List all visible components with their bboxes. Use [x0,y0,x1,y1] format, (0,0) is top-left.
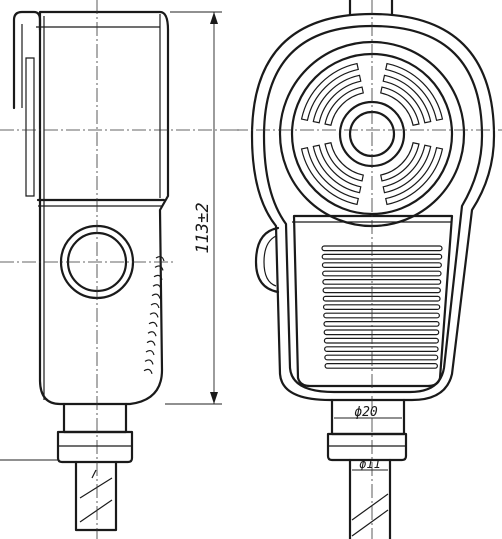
front-connector-collar [326,432,408,462]
front-cable-break [351,493,389,521]
grille-bar [324,354,439,361]
speaker-slot [300,147,359,206]
side-connector-upper [62,402,128,434]
speaker-slots [300,62,444,206]
side-body-outline [38,10,170,406]
grille-bar [323,337,439,344]
grip-ribs [143,255,165,374]
speaker-slot [312,144,362,194]
grip-rib [149,312,159,318]
side-cable [74,460,118,532]
grille-bar [323,329,440,336]
grip-rib [154,265,164,271]
grip-rib [150,302,160,309]
side-cable-tick [91,469,97,479]
speaker-slot [382,74,432,124]
grip-rib [153,274,163,280]
speaker-slot [324,86,364,126]
speaker-slot [380,142,420,182]
speaker-slot [324,142,364,182]
grip-rib [151,293,161,299]
speaker-slot [312,74,362,124]
speaker-slot [300,62,359,121]
mic-grille-bars [321,245,443,369]
grille-bar [322,287,441,294]
front-lower-panel [292,214,454,388]
grip-rib [152,284,162,290]
grip-rib [143,368,153,374]
grip-rib [155,255,165,262]
clip-tab [25,57,35,197]
front-cable-break-2 [351,509,389,537]
grille-bar [321,245,443,252]
grip-rib [145,349,155,356]
front-view: ϕ20 ϕ11 [250,0,496,539]
front-body-outer [250,12,496,402]
grip-rib [144,359,154,365]
side-view [12,10,170,532]
grille-bar [322,270,442,277]
collar-diameter-label: ϕ20 [354,405,378,420]
cable-diameter-label: ϕ11 [359,457,381,471]
side-cable-break [79,477,113,499]
speaker-slot [385,62,444,121]
height-label: 113±2 [193,202,213,253]
front-side-button-inner [263,235,277,287]
grip-rib [148,321,158,327]
grip-rib [147,331,157,337]
side-connector-collar [56,430,134,464]
grille-bar [324,363,438,369]
grille-bar [322,304,441,310]
grille-bar [324,346,439,352]
grille-bar [322,279,442,285]
speaker-slot [385,147,444,206]
grille-bar [323,312,440,319]
grip-rib [146,340,156,346]
grille-bar [321,253,443,260]
side-cable-break-2 [79,499,113,523]
front-cable [348,458,392,539]
grille-bar [321,262,442,268]
grille-bar [322,295,441,302]
top-cord-stub [348,0,394,16]
height-dimension: 113±2 [165,11,222,405]
speaker-slot [382,144,432,194]
front-side-button [254,226,280,294]
grille-bar [323,321,440,327]
speaker-slot [380,86,420,126]
